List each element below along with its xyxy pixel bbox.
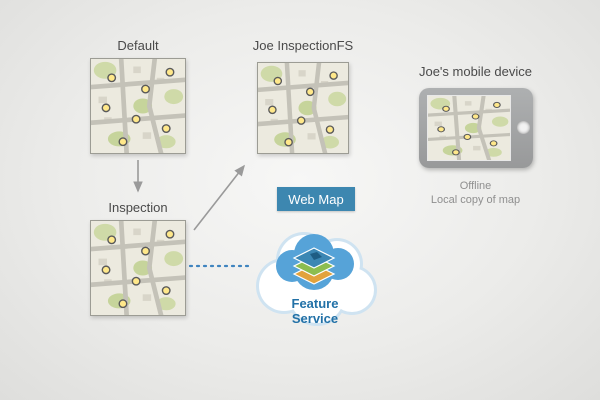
feature-service-cloud-icon [256, 232, 377, 326]
feature-service-label: Feature Service [260, 296, 370, 326]
device-status: Offline [459, 180, 492, 192]
tablet-device-icon [419, 88, 533, 168]
device-caption: Local copy of map [430, 194, 521, 206]
feature-service-label-line1: Feature [291, 296, 339, 311]
joe-inspectionfs-map-label: Joe InspectionFS [252, 38, 354, 53]
feature-layers-icon [292, 247, 336, 285]
tablet-home-button-icon [517, 121, 530, 134]
inspection-map-thumbnail-icon [90, 220, 186, 316]
default-map-label: Default [117, 38, 159, 53]
web-map-label: Web Map [288, 191, 344, 207]
tablet-screen-map-icon [427, 95, 511, 161]
inspection-map-label: Inspection [108, 200, 168, 215]
joe-inspectionfs-map-thumbnail-icon [257, 62, 349, 154]
default-map-thumbnail-icon [90, 58, 186, 154]
feature-service-label-line2: Service [291, 311, 339, 326]
arrow-inspection-to-joe-inspectionfs [193, 164, 245, 231]
device-title: Joe's mobile device [418, 64, 533, 79]
web-map-badge: Web Map [277, 187, 355, 211]
